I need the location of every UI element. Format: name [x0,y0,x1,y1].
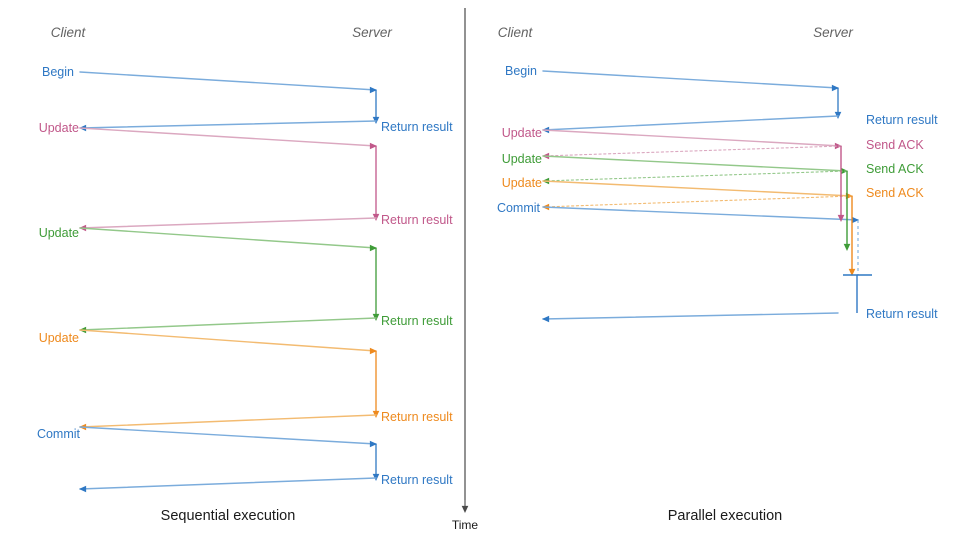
pink-processing-bar-arrowhead [837,214,845,222]
message-line-send-ack[interactable] [542,145,842,157]
message-arrowhead [831,84,839,92]
message-label-update: Update [39,121,79,135]
lane-header-server: Server [813,25,853,40]
lane-header-server: Server [352,25,392,40]
message-label-return-result: Return result [381,473,453,487]
message-label-send-ack: Send ACK [866,186,924,200]
message-arrowhead [369,142,377,150]
message-line-commit[interactable] [542,206,859,221]
message-label-commit: Commit [497,201,541,215]
message-label-return-result: Return result [381,314,453,328]
message-label-return-result: Return result [381,213,453,227]
lane-header-client: Client [51,25,87,40]
message-label-commit: Commit [37,427,81,441]
message-line-return-result[interactable] [79,317,377,331]
message-arrowhead [542,315,550,323]
message-line-return-result[interactable] [79,120,377,129]
divider-layer: Time [452,8,479,532]
orange-processing-bar-arrowhead [848,268,856,276]
message-line-commit[interactable] [79,426,377,445]
message-line-begin[interactable] [79,71,377,91]
message-label-update: Update [39,331,79,345]
message-label-send-ack: Send ACK [866,138,924,152]
message-line-return-result[interactable] [79,477,377,490]
message-line-update[interactable] [79,127,377,147]
message-line-update[interactable] [79,227,377,249]
message-arrowhead [369,244,377,252]
message-label-update: Update [502,176,542,190]
message-line-update[interactable] [542,129,842,147]
message-arrowhead [369,440,377,448]
message-line-return-result[interactable] [542,115,839,131]
message-label-update: Update [502,152,542,166]
message-line-return-result[interactable] [79,414,377,428]
panel-caption-sequential: Sequential execution [161,508,296,524]
lane-header-client: Client [498,25,534,40]
time-axis-arrowhead [461,505,469,513]
message-line-return-result[interactable] [79,217,377,229]
message-arrowhead [369,347,377,355]
message-line-send-ack[interactable] [542,170,848,182]
green-processing-bar-arrowhead [843,243,851,251]
message-arrowhead [79,485,87,493]
message-label-return-result: Return result [381,120,453,134]
message-line-send-ack[interactable] [542,195,853,208]
message-arrowhead [851,216,859,224]
message-arrowhead [369,86,377,94]
message-label-update: Update [39,226,79,240]
message-line-update[interactable] [79,329,377,352]
time-axis-label: Time [452,518,479,532]
message-label-return-result: Return result [381,410,453,424]
message-label-update: Update [502,126,542,140]
message-line-begin[interactable] [542,70,839,89]
message-label-begin: Begin [42,65,74,79]
message-label-begin: Begin [505,64,537,78]
message-line-update[interactable] [542,155,848,172]
message-label-return-result: Return result [866,307,938,321]
message-label-send-ack: Send ACK [866,162,924,176]
panel-caption-parallel: Parallel execution [668,508,782,524]
message-line-return-result[interactable] [542,312,839,320]
message-line-update[interactable] [542,180,853,197]
message-label-return-result: Return result [866,113,938,127]
